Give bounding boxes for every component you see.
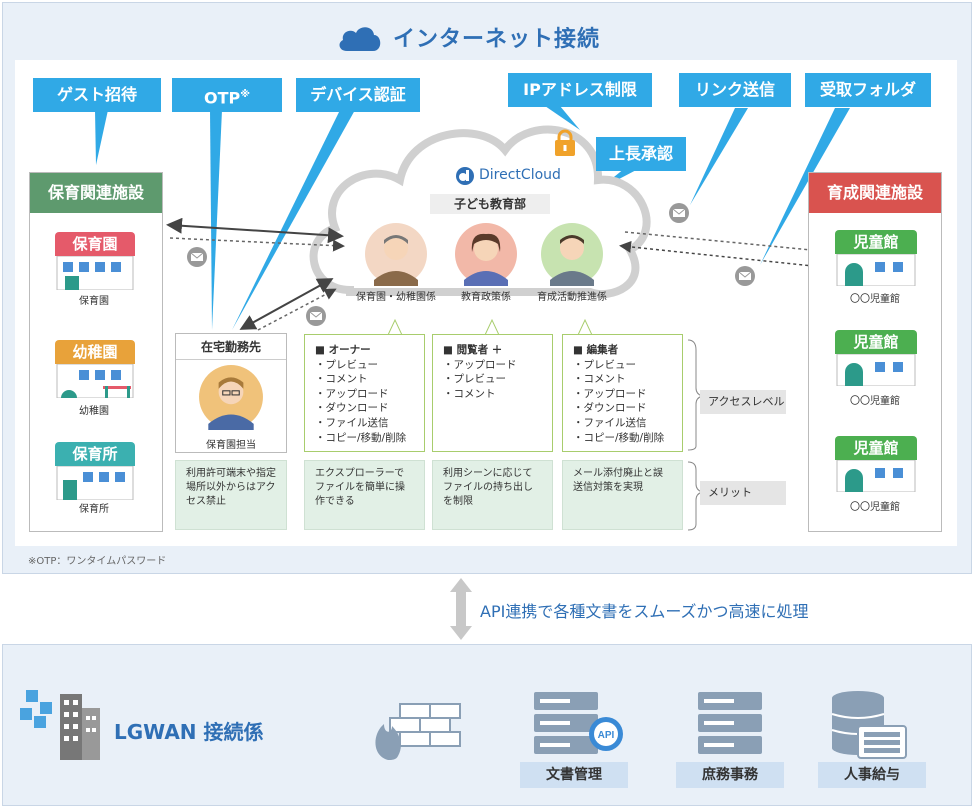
otp-mark: ※ [240, 89, 250, 100]
service-payroll: 人事給与 [818, 762, 926, 788]
building-sign: 保育所 [55, 442, 135, 466]
role-item: ・コピー/移動/削除 [315, 431, 414, 446]
children-hall-icon [835, 354, 917, 386]
directcloud-brand: DirectCloud [479, 167, 561, 183]
building-sign: 幼稚園 [55, 340, 135, 364]
left-facility-title: 保育関連施設 [30, 173, 162, 213]
role-title: ■ オーナー [315, 343, 414, 358]
otp-label: OTP [204, 88, 240, 107]
role-item: ・ファイル送信 [315, 416, 414, 431]
service-general-affairs: 庶務事務 [676, 762, 784, 788]
role-item: ・コピー/移動/削除 [573, 431, 672, 446]
role-item: ・ダウンロード [573, 401, 672, 416]
lgwan-title: LGWAN 接続係 [114, 716, 264, 745]
callout-receive-folder: 受取フォルダ [805, 73, 931, 107]
callout-device-auth: デバイス認証 [296, 78, 420, 112]
role-item: ・コメント [573, 372, 672, 387]
role-item: ・アップロード [315, 387, 414, 402]
building-jidoukan: 児童館 [835, 230, 917, 290]
person-avatar-icon [364, 222, 428, 286]
footnote: ※OTP：ワンタイムパスワード [28, 552, 166, 567]
callout-ip-restriction: IPアドレス制限 [508, 73, 652, 107]
mail-icon [734, 265, 756, 287]
directcloud-logo: DirectCloud [455, 165, 585, 187]
building-caption: 保育所 [34, 500, 154, 515]
role-title: ■ 編集者 [573, 343, 672, 358]
building-cubes-icon [18, 688, 104, 762]
building-caption: 〇〇児童館 [815, 290, 935, 305]
building-caption: 保育園 [34, 292, 154, 307]
directcloud-logo-icon [455, 166, 475, 186]
building-caption: 〇〇児童館 [815, 498, 935, 513]
children-hall-icon [835, 254, 917, 286]
children-hall-icon [835, 460, 917, 492]
nursery-building-icon [55, 466, 135, 500]
building-hoikuen: 保育園 [55, 232, 135, 294]
building-caption: 幼稚園 [34, 402, 154, 417]
role-item: ・ダウンロード [315, 401, 414, 416]
kindergarten-building-icon [55, 364, 135, 398]
role-item: ・プレビュー [573, 358, 672, 373]
role-item: ・プレビュー [443, 372, 542, 387]
database-icon [828, 690, 908, 760]
person-name: 教育政策係 [436, 288, 536, 303]
callout-guest-invite: ゲスト招待 [33, 78, 161, 112]
access-level-label: アクセスレベル [700, 390, 786, 414]
building-sign: 児童館 [835, 230, 917, 254]
dept-label: 子ども教育部 [430, 194, 550, 214]
merit-owner: エクスプローラーでファイルを簡単に操作できる [304, 460, 425, 530]
right-facility-title: 育成関連施設 [809, 173, 941, 213]
school-building-icon [55, 256, 135, 290]
general-affairs-server-icon [696, 690, 766, 760]
remote-person-name: 保育園担当 [175, 436, 287, 451]
role-item: ・プレビュー [315, 358, 414, 373]
callout-approval: 上長承認 [596, 137, 686, 171]
firewall-icon [370, 690, 466, 762]
building-sign: 児童館 [835, 436, 917, 460]
mail-icon [305, 305, 327, 327]
building-youchien: 幼稚園 [55, 340, 135, 402]
remote-title: 在宅勤務先 [176, 334, 286, 360]
service-document-management: 文書管理 [520, 762, 628, 788]
person-name: 保育園・幼稚園係 [346, 288, 446, 303]
building-jidoukan: 児童館 [835, 330, 917, 390]
role-item: ・アップロード [443, 358, 542, 373]
role-editor: ■ 編集者 ・プレビュー ・コメント ・アップロード ・ダウンロード ・ファイル… [562, 334, 683, 452]
role-item: ・ファイル送信 [573, 416, 672, 431]
building-sign: 児童館 [835, 330, 917, 354]
api-text: API連携で各種文書をスムーズかつ高速に処理 [480, 598, 809, 622]
role-owner: ■ オーナー ・プレビュー ・コメント ・アップロード ・ダウンロード ・ファイ… [304, 334, 425, 452]
person-avatar-icon [454, 222, 518, 286]
role-item: ・コメント [315, 372, 414, 387]
building-jidoukan: 児童館 [835, 436, 917, 496]
person-avatar-icon [540, 222, 604, 286]
role-title: ■ 閲覧者 ＋ [443, 343, 542, 358]
merit-viewer-plus: 利用シーンに応じてファイルの持ち出しを制限 [432, 460, 553, 530]
role-item: ・アップロード [573, 387, 672, 402]
mail-icon [186, 246, 208, 268]
building-caption: 〇〇児童館 [815, 392, 935, 407]
mail-icon [668, 202, 690, 224]
callout-otp: OTP※ [172, 78, 282, 112]
building-sign: 保育園 [55, 232, 135, 256]
remote-note: 利用許可端末や指定場所以外からはアクセス禁止 [175, 460, 287, 530]
role-viewer-plus: ■ 閲覧者 ＋ ・アップロード ・プレビュー ・コメント [432, 334, 553, 452]
person-name: 育成活動推進係 [522, 288, 622, 303]
role-item: ・コメント [443, 387, 542, 402]
merit-editor: メール添付廃止と誤送信対策を実現 [562, 460, 683, 530]
merit-label: メリット [700, 481, 786, 505]
api-badge: API [598, 730, 615, 741]
building-hoikusho: 保育所 [55, 442, 135, 504]
document-server-icon: API [532, 690, 624, 760]
lock-icon [552, 128, 578, 158]
callout-link-send: リンク送信 [679, 73, 791, 107]
person-avatar-icon [198, 364, 264, 430]
